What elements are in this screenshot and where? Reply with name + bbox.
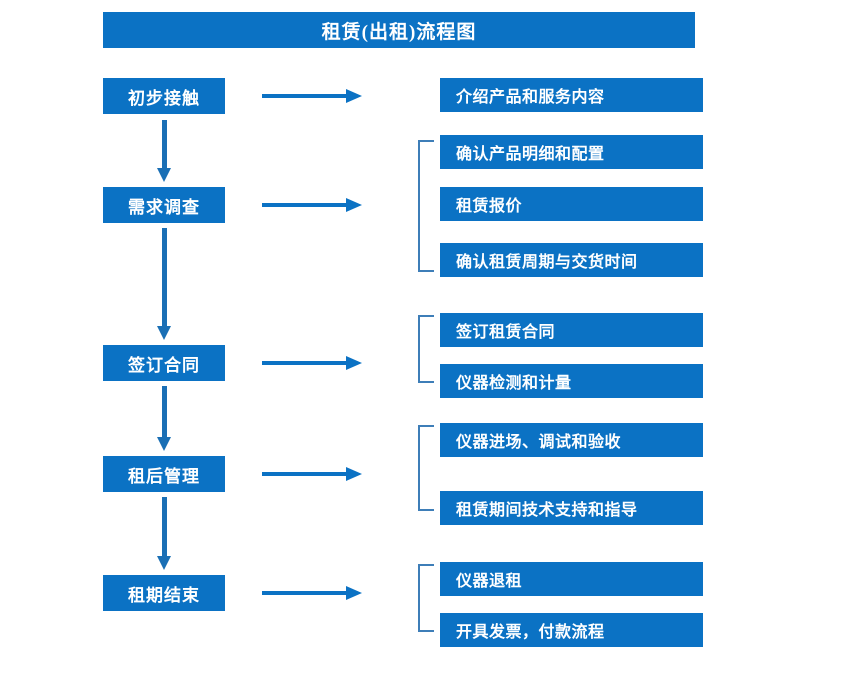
detail-box-5[interactable]: 签订租赁合同 xyxy=(440,313,703,347)
detail-box-3[interactable]: 租赁报价 xyxy=(440,187,703,221)
detail-box-1[interactable]: 介绍产品和服务内容 xyxy=(440,78,703,112)
arrow-right-icon-2 xyxy=(262,198,362,212)
detail-box-9[interactable]: 仪器退租 xyxy=(440,562,703,596)
detail-box-6[interactable]: 仪器检测和计量 xyxy=(440,364,703,398)
detail-box-4[interactable]: 确认租赁周期与交货时间 xyxy=(440,243,703,277)
detail-box-8[interactable]: 租赁期间技术支持和指导 xyxy=(440,491,703,525)
group-bracket-2 xyxy=(418,140,434,272)
stage-box-3[interactable]: 签订合同 xyxy=(103,345,225,381)
arrow-right-icon-4 xyxy=(262,467,362,481)
arrow-right-icon-5 xyxy=(262,586,362,600)
detail-box-7[interactable]: 仪器进场、调试和验收 xyxy=(440,423,703,457)
group-bracket-3 xyxy=(418,315,434,383)
arrow-down-icon-4 xyxy=(157,497,171,570)
stage-box-2[interactable]: 需求调查 xyxy=(103,187,225,223)
detail-box-10[interactable]: 开具发票，付款流程 xyxy=(440,613,703,647)
stage-box-5[interactable]: 租期结束 xyxy=(103,575,225,611)
arrow-right-icon-1 xyxy=(262,89,362,103)
group-bracket-5 xyxy=(418,564,434,632)
arrow-down-icon-2 xyxy=(157,228,171,340)
detail-box-2[interactable]: 确认产品明细和配置 xyxy=(440,135,703,169)
arrow-down-icon-3 xyxy=(157,386,171,451)
arrow-right-icon-3 xyxy=(262,356,362,370)
page-title: 租赁(出租)流程图 xyxy=(103,12,695,48)
stage-box-4[interactable]: 租后管理 xyxy=(103,456,225,492)
arrow-down-icon-1 xyxy=(157,120,171,182)
stage-box-1[interactable]: 初步接触 xyxy=(103,78,225,114)
group-bracket-4 xyxy=(418,425,434,511)
